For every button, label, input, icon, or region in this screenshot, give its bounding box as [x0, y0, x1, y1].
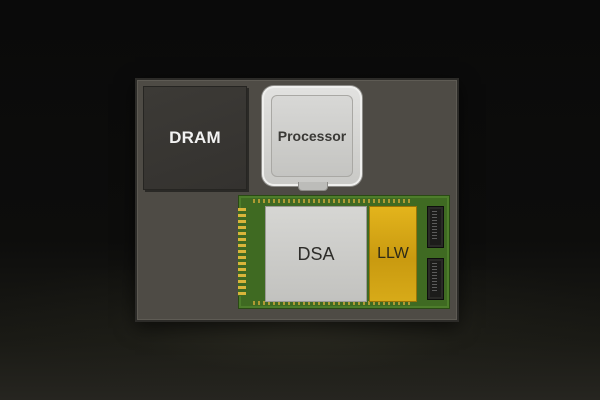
dsa-chip: DSA	[265, 206, 367, 302]
ssd-connector-bottom	[427, 258, 444, 300]
ssd-edge-connector	[238, 208, 246, 296]
ssd-module: DSA LLW	[238, 195, 450, 309]
dsa-label: DSA	[297, 243, 335, 264]
processor-notch	[298, 182, 328, 191]
llw-label: LLW	[377, 245, 409, 262]
ssd-connector-top	[427, 206, 444, 248]
ssd-bottom-traces	[253, 301, 413, 305]
processor-chip: Processor	[262, 86, 362, 191]
processor-label: Processor	[277, 128, 347, 144]
processor-die: Processor	[271, 95, 353, 177]
ssd-top-traces	[253, 199, 413, 203]
llw-chip: LLW	[369, 206, 417, 302]
dram-label: DRAM	[169, 128, 221, 147]
dram-chip: DRAM	[143, 86, 247, 190]
